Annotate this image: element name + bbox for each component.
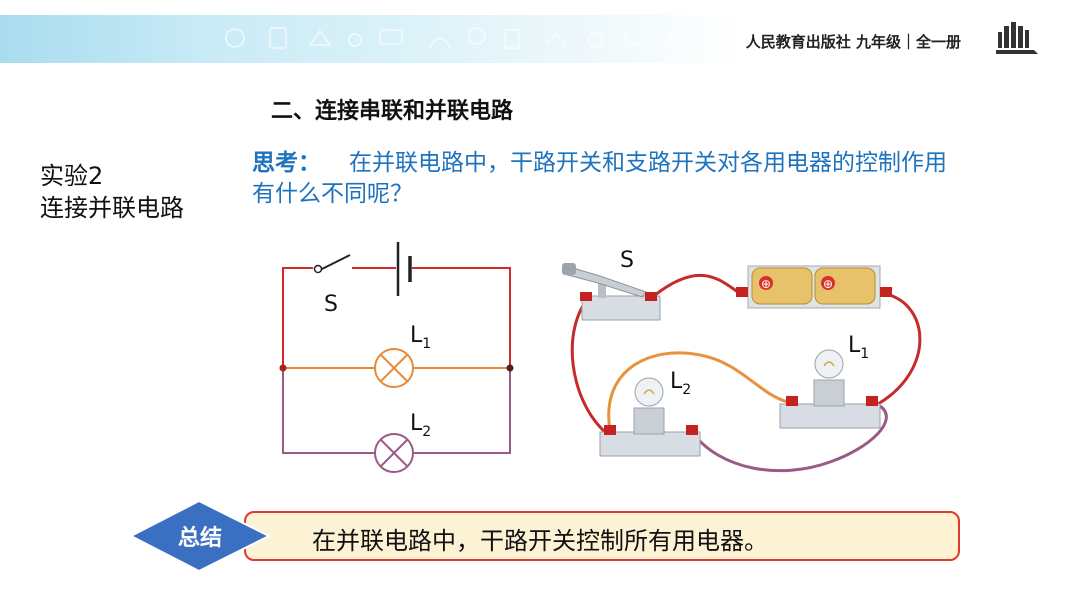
schematic-lamp2-label: L2	[410, 411, 431, 440]
schematic-lamp1-label: L1	[410, 323, 431, 352]
section-title: 二、连接串联和并联电路	[271, 99, 514, 124]
terminal-lamp2-right	[686, 425, 698, 435]
lamp2-bulb	[634, 377, 664, 407]
lamp1-base	[779, 403, 881, 429]
lamp2-base	[599, 431, 701, 457]
think-question: 思考：在并联电路中，干路开关和支路开关对各用电器的控制作用有什么不同呢？	[252, 148, 952, 210]
books-logo-icon	[996, 22, 1038, 54]
think-text: 在并联电路中，干路开关和支路开关对各用电器的控制作用有什么不同呢？	[252, 150, 947, 207]
knife-switch-post	[598, 280, 606, 298]
header-doodles	[225, 27, 681, 49]
schematic-switch-blade	[319, 254, 351, 271]
wire-branch1	[607, 351, 789, 431]
wire-branch2	[690, 404, 888, 473]
wire-battery-to-lamp1	[877, 292, 922, 406]
summary-tag: 总结	[177, 526, 222, 551]
schematic-junction-right	[506, 364, 514, 372]
knife-switch: S	[562, 248, 661, 321]
realistic-lamp2-label: L2	[670, 369, 691, 398]
wire-switch-to-battery	[654, 273, 739, 297]
lamp1-socket	[813, 379, 845, 407]
schematic-switch-label: S	[324, 292, 338, 317]
realistic-switch-label: S	[620, 248, 634, 273]
lamp2-filament	[643, 389, 655, 395]
lamp1-device: L1	[779, 333, 881, 429]
terminal-battery-left	[736, 287, 748, 297]
publisher-label: 人民教育出版社 九年级｜全一册	[745, 33, 961, 51]
lamp1-bulb	[814, 349, 844, 379]
lamp1-filament	[823, 361, 835, 367]
experiment-number: 实验2	[40, 162, 104, 190]
terminal-lamp1-right	[866, 396, 878, 406]
summary-text: 在并联电路中，干路开关控制所有用电器。	[312, 527, 768, 555]
wire-switch-to-lamp2	[570, 295, 607, 434]
realistic-lamp1-label: L1	[848, 333, 869, 362]
schematic-junction-left	[279, 364, 287, 372]
schematic-lamp1-cross	[380, 354, 408, 382]
battery-plus-2-symbol: ⊕	[823, 277, 833, 291]
schematic-branch2-wire	[282, 368, 511, 454]
terminal-switch-left	[580, 292, 592, 301]
schematic-main-wire-left	[282, 267, 313, 368]
lamp2-socket	[633, 407, 665, 435]
experiment-name: 连接并联电路	[40, 194, 184, 222]
battery-plus-1-symbol: ⊕	[761, 277, 771, 291]
terminal-switch-right	[645, 292, 657, 301]
terminal-lamp2-left	[604, 425, 616, 435]
schematic-main-wire-right	[412, 267, 511, 368]
battery-plus-1	[759, 276, 773, 290]
think-keyword: 思考：	[252, 150, 321, 176]
battery-plus-2	[821, 276, 835, 290]
summary-diamond-icon	[128, 499, 272, 573]
experiment-label: 实验2 连接并联电路	[40, 160, 184, 224]
header-banner	[0, 15, 1066, 63]
schematic-lamp2-cross	[380, 439, 408, 467]
realistic-diagram: S ⊕ ⊕ L1	[562, 248, 922, 473]
terminal-battery-right	[880, 287, 892, 297]
schematic-switch-pivot	[313, 264, 323, 274]
battery-pack: ⊕ ⊕	[736, 265, 892, 309]
knife-switch-handle	[562, 263, 576, 275]
terminal-lamp1-left	[786, 396, 798, 406]
lamp2-device: L2	[599, 369, 701, 457]
schematic-diagram: S L1 L2	[279, 242, 514, 473]
